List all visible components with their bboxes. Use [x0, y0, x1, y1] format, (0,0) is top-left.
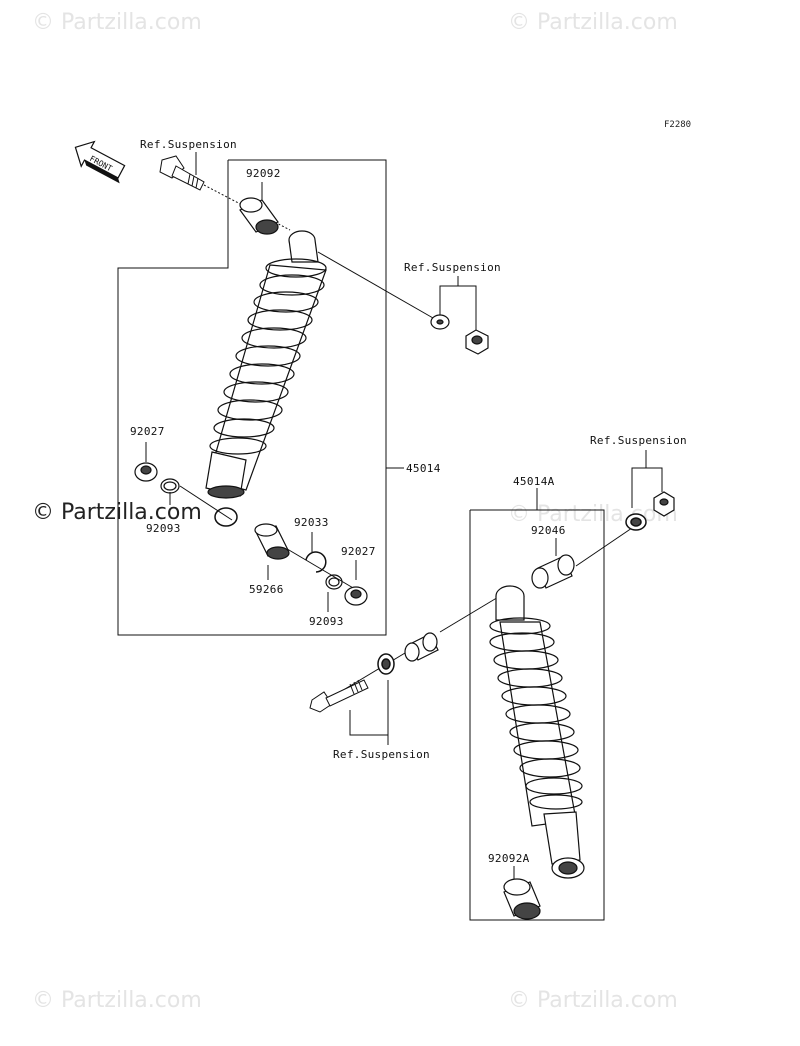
leader-ref-mid-a	[439, 276, 459, 316]
assembly-line-right-b	[575, 527, 633, 567]
label-59266: 59266	[249, 583, 284, 596]
nut-92027-a-icon	[134, 462, 158, 482]
bolt-top-icon	[159, 155, 205, 191]
label-92093-b: 92093	[309, 615, 344, 628]
label-92093-a: 92093	[146, 522, 181, 535]
label-92027-b: 92027	[341, 545, 376, 558]
diagram-code: F2280	[664, 120, 692, 130]
label-ref-suspension-mid: Ref.Suspension	[404, 261, 501, 274]
washer-ref-bottom-icon	[377, 653, 395, 675]
assembly-line-left	[179, 485, 233, 521]
washer-ref-mid-icon	[430, 314, 450, 330]
watermark-bottom-right: © Partzilla.com	[508, 988, 678, 1013]
collar-92046-icon	[531, 554, 575, 589]
shock-absorber-right-icon	[489, 585, 585, 879]
label-ref-suspension-bottom: Ref.Suspension	[333, 748, 430, 761]
label-92092a: 92092A	[488, 852, 530, 865]
bushing-92092-icon	[239, 197, 279, 235]
watermark-top-right: © Partzilla.com	[508, 10, 678, 35]
shock-absorber-left-icon	[205, 230, 327, 499]
leader-ref-bottom-a	[349, 710, 389, 745]
label-92033: 92033	[294, 516, 329, 529]
leader-ref-right-b	[646, 467, 663, 492]
label-92046: 92046	[531, 524, 566, 537]
bracket-45014a-box	[469, 509, 605, 921]
washer-92093-b-icon	[325, 574, 343, 590]
watermark-top-left: © Partzilla.com	[32, 10, 202, 35]
watermark-middle-left: © Partzilla.com	[32, 500, 202, 525]
nut-ref-right-icon	[653, 491, 675, 517]
bracket-45014-box	[117, 159, 387, 636]
collar-bottom-icon	[404, 632, 439, 662]
label-ref-suspension-top: Ref.Suspension	[140, 138, 237, 151]
nut-ref-mid-icon	[465, 329, 489, 355]
label-92027-a: 92027	[130, 425, 165, 438]
label-92092: 92092	[246, 167, 281, 180]
leader-ref-mid-b	[458, 285, 477, 330]
washer-92093-a-icon	[160, 478, 180, 494]
watermark-bottom-left: © Partzilla.com	[32, 988, 202, 1013]
leader-ref-right-a	[631, 450, 647, 508]
assembly-line-mid	[317, 251, 441, 323]
clip-92033-icon	[305, 551, 327, 573]
assembly-line-right-a	[439, 595, 501, 633]
front-arrow-icon: FRONT	[74, 140, 126, 184]
watermark-middle-right: © Partzilla.com	[508, 502, 678, 527]
washer-ref-right-icon	[625, 513, 647, 531]
label-ref-suspension-right: Ref.Suspension	[590, 434, 687, 447]
bolt-bottom-icon	[309, 679, 369, 713]
label-45014a: 45014A	[513, 475, 555, 488]
nut-92027-b-icon	[344, 586, 368, 606]
label-45014: 45014	[406, 462, 441, 475]
bushing-59266-icon	[254, 523, 290, 560]
ring-icon	[214, 507, 238, 527]
bushing-92092a-icon	[503, 878, 541, 920]
